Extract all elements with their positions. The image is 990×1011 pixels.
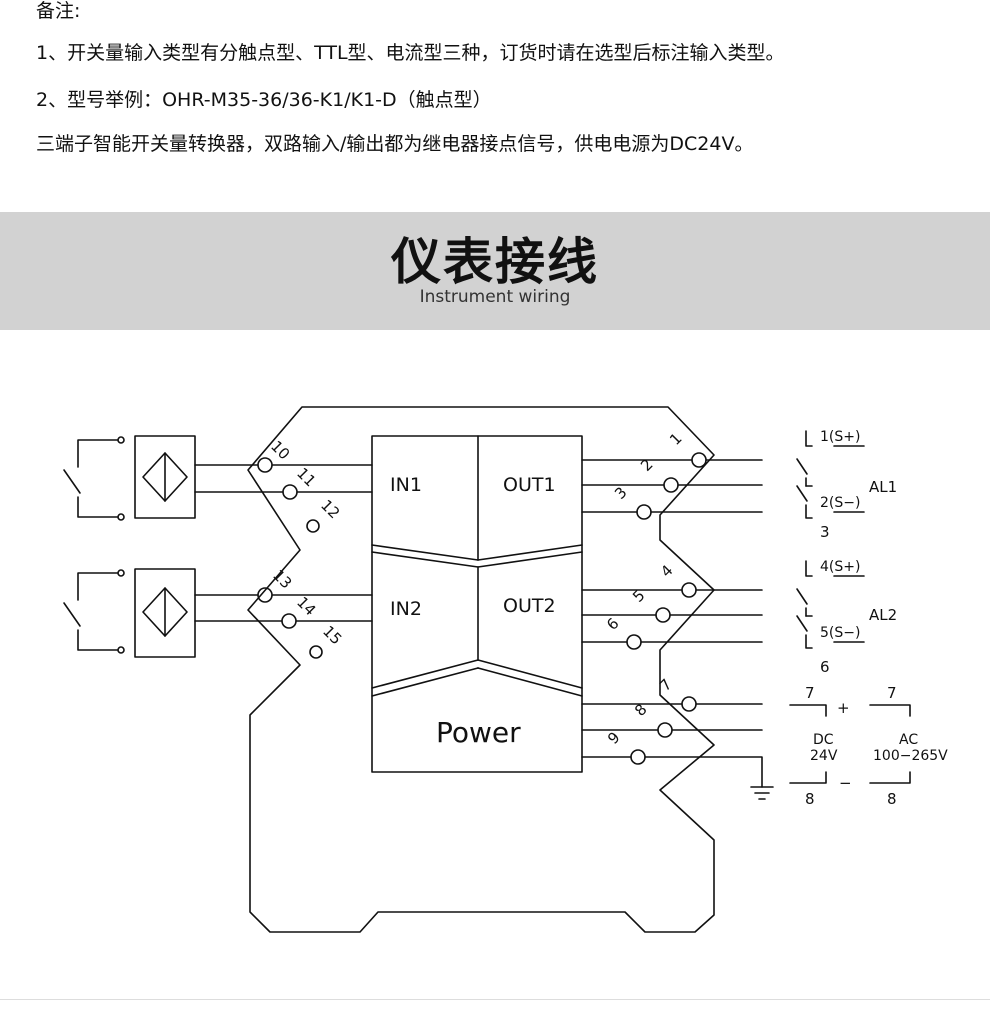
note-line-1: 1、开关量输入类型有分触点型、TTL型、电流型三种，订货时请在选型后标注输入类型…	[36, 42, 785, 64]
sensor-1-switch-wire-top	[77, 439, 119, 468]
al2-bottom-label: 6	[820, 658, 830, 676]
notes-heading: 备注:	[36, 0, 81, 22]
terminal-13	[257, 587, 273, 603]
upper-divider-left-2	[371, 551, 479, 568]
al2-top-label: 4(S+)	[820, 559, 860, 575]
sensor-1-terminal-top	[117, 436, 125, 444]
al1-bottom-label: 3	[820, 523, 830, 541]
module-housing-outline	[247, 406, 715, 933]
terminal-6	[626, 634, 642, 650]
al1-contact-1-icon	[796, 458, 808, 475]
al1-wire-top	[805, 430, 813, 447]
note-line-3: 三端子智能开关量转换器，双路输入/输出都为继电器接点信号，供电电源为DC24V。	[36, 133, 754, 155]
sensor-1-box	[134, 435, 196, 519]
wiring-diagram: IN1 IN2 OUT1 OUT2 Power 10 11 12 13 14 1…	[0, 330, 990, 1000]
al2-contact-1-icon	[796, 588, 808, 605]
terminal-label-2: 2	[637, 455, 656, 474]
wire-9-ground	[644, 756, 763, 788]
al1-label: AL1	[869, 478, 897, 496]
sensor-2-terminal-bottom	[117, 646, 125, 654]
sensor-2-box	[134, 568, 196, 658]
terminal-label-4: 4	[657, 561, 676, 580]
terminal-label-15: 15	[319, 622, 345, 648]
sensor-2-terminal-top	[117, 569, 125, 577]
sensor-2-switch-wire-bottom	[77, 629, 119, 651]
terminal-15	[309, 645, 323, 659]
terminal-label-9: 9	[604, 728, 623, 747]
terminal-14	[281, 613, 297, 629]
al1-wire-bottom	[805, 504, 813, 519]
terminal-10	[257, 457, 273, 473]
upper-divider-left	[371, 544, 479, 561]
terminal-3	[636, 504, 652, 520]
inner-block-frame	[371, 435, 583, 773]
block-label-out2: OUT2	[503, 595, 556, 617]
sensor-1-terminal-bottom	[117, 513, 125, 521]
al1-top-label: 1(S+)	[820, 429, 860, 445]
terminal-label-14: 14	[293, 593, 319, 619]
terminal-2	[663, 477, 679, 493]
ac-name-label: AC	[899, 732, 918, 748]
al2-label: AL2	[869, 606, 897, 624]
dc-bottom-label: 8	[805, 790, 815, 808]
terminal-8	[657, 722, 673, 738]
bottom-divider	[0, 999, 990, 1000]
terminal-11	[282, 484, 298, 500]
lower-divider-right-2	[477, 667, 583, 697]
terminal-label-6: 6	[603, 614, 622, 633]
terminal-label-7: 7	[656, 675, 675, 694]
block-label-out1: OUT1	[503, 474, 556, 496]
block-label-power: Power	[436, 716, 521, 749]
block-label-in1: IN1	[390, 474, 422, 496]
terminal-label-13: 13	[269, 566, 295, 592]
terminal-5	[655, 607, 671, 623]
dc-name-label: DC	[813, 732, 834, 748]
terminal-label-11: 11	[293, 464, 319, 490]
ac-bracket-top	[869, 704, 911, 717]
al2-mid-label: 5(S−)	[820, 625, 860, 641]
ac-top-label: 7	[887, 684, 897, 702]
terminal-label-10: 10	[267, 437, 293, 463]
sensor-1-switch-wire-bottom	[77, 496, 119, 518]
terminal-9	[630, 749, 646, 765]
al1-mid-label: 2(S−)	[820, 495, 860, 511]
al2-wire-top	[805, 560, 813, 577]
terminal-label-3: 3	[611, 483, 630, 502]
lower-divider-left-2	[371, 667, 479, 697]
dc-minus-label: −	[839, 774, 852, 792]
terminal-label-1: 1	[666, 429, 685, 448]
lower-divider-left	[371, 659, 479, 689]
dc-bracket-top	[789, 704, 827, 717]
terminal-12	[306, 519, 320, 533]
block-label-in2: IN2	[390, 598, 422, 620]
section-banner	[0, 212, 990, 330]
banner-title: 仪表接线	[391, 233, 599, 291]
dc-bracket-bottom	[789, 771, 827, 784]
banner-subtitle: Instrument wiring	[419, 287, 571, 307]
dc-plus-label: +	[837, 699, 850, 717]
terminal-label-12: 12	[317, 496, 343, 522]
dc-value-label: 24V	[810, 748, 838, 764]
upper-divider-right-2	[477, 551, 583, 568]
ac-bottom-label: 8	[887, 790, 897, 808]
terminal-4	[681, 582, 697, 598]
ac-bracket-bottom	[869, 771, 911, 784]
note-line-2: 2、型号举例：OHR-M35-36/36-K1/K1-D（触点型）	[36, 89, 492, 111]
upper-divider-right	[477, 544, 583, 561]
dc-top-label: 7	[805, 684, 815, 702]
lower-divider-right	[477, 659, 583, 689]
sensor-2-switch-blade-icon	[63, 602, 81, 627]
al2-contact-2-icon	[796, 615, 808, 632]
al2-wire-bottom	[805, 634, 813, 649]
sensor-2-switch-wire-top	[77, 572, 119, 601]
wiring-diagram-svg: IN1 IN2 OUT1 OUT2 Power 10 11 12 13 14 1…	[63, 406, 948, 933]
terminal-7	[681, 696, 697, 712]
sensor-1-switch-blade-icon	[63, 469, 81, 494]
ac-value-label: 100−265V	[873, 748, 948, 764]
al1-contact-2-icon	[796, 485, 808, 502]
terminal-1	[691, 452, 707, 468]
